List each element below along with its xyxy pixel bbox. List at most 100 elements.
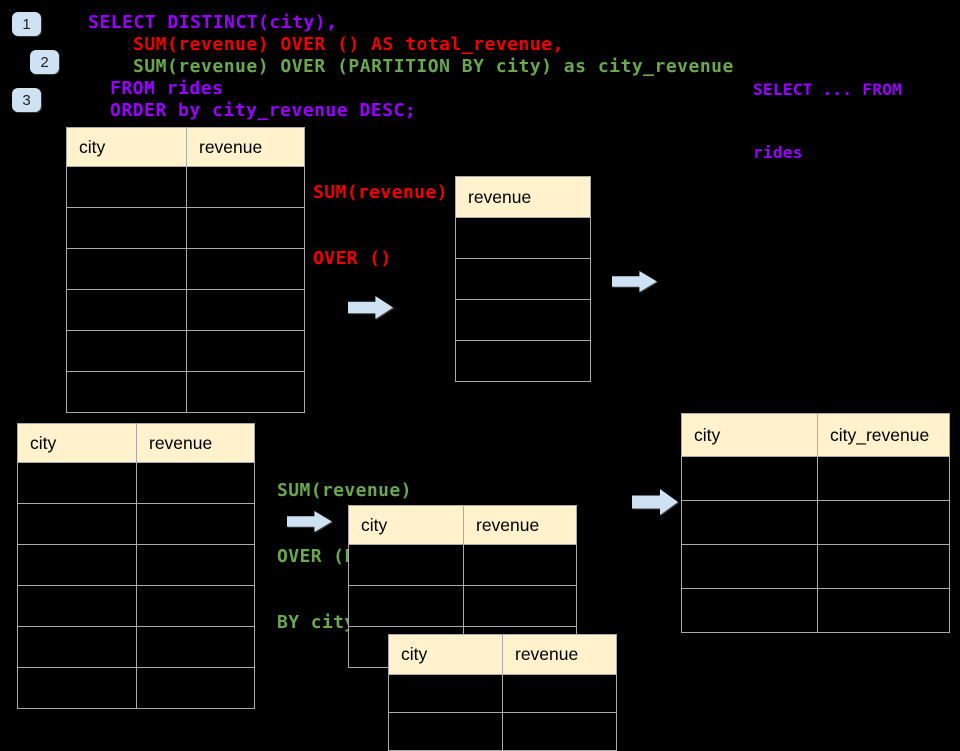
empty-cell: [186, 207, 305, 249]
empty-cell: [66, 166, 187, 208]
table-row: [17, 503, 255, 545]
empty-cell: [502, 674, 617, 713]
table-row: [388, 674, 617, 713]
flow-arrow-icon: [612, 271, 657, 292]
empty-cell: [681, 544, 818, 589]
empty-cell: [348, 544, 464, 586]
empty-cell: [136, 544, 255, 586]
column-header-city: city: [348, 505, 464, 545]
empty-cell: [817, 544, 950, 589]
empty-cell: [66, 289, 187, 331]
table-partition-step: city revenue: [348, 505, 577, 668]
step-badge-3: 3: [12, 88, 41, 112]
empty-cell: [66, 207, 187, 249]
column-header-revenue: revenue: [463, 505, 577, 545]
annotation-line: SUM(revenue): [277, 480, 412, 501]
empty-cell: [455, 340, 591, 382]
header-row: city revenue: [17, 423, 255, 463]
column-header-city: city: [66, 127, 187, 167]
empty-cell: [681, 456, 818, 501]
annotation-line: OVER (): [313, 248, 392, 269]
table-row: [66, 248, 305, 290]
table-city-revenue-result: city city_revenue: [681, 413, 950, 633]
empty-cell: [136, 667, 255, 709]
table-row: [348, 544, 577, 586]
column-header-city: city: [681, 413, 818, 457]
sql-line-city-revenue: SUM(revenue) OVER (PARTITION BY city) as…: [133, 56, 734, 77]
empty-cell: [17, 626, 137, 668]
table-row: [681, 500, 950, 545]
table-row: [66, 371, 305, 413]
table-total-revenue-result: revenue: [455, 176, 591, 382]
table-row: [681, 588, 950, 633]
empty-cell: [817, 500, 950, 545]
column-header-revenue: revenue: [136, 423, 255, 463]
header-row: city revenue: [388, 634, 617, 675]
empty-cell: [388, 674, 503, 713]
empty-cell: [66, 248, 187, 290]
empty-cell: [186, 371, 305, 413]
table-row: [17, 462, 255, 504]
empty-cell: [186, 289, 305, 331]
step-badge-label: 1: [22, 15, 31, 33]
annotation-line: SUM(revenue): [313, 182, 448, 203]
table-partition-step-front: city revenue: [388, 634, 617, 751]
table-row: [455, 299, 591, 341]
sql-line-order-by: ORDER by city_revenue DESC;: [110, 100, 417, 121]
column-header-city-revenue: city_revenue: [817, 413, 950, 457]
table-row: [455, 258, 591, 300]
table-row: [66, 330, 305, 372]
step-badge-label: 3: [22, 91, 31, 109]
empty-cell: [463, 585, 577, 627]
table-row: [455, 217, 591, 259]
flow-arrow-icon: [632, 489, 678, 515]
empty-cell: [455, 258, 591, 300]
empty-cell: [17, 585, 137, 627]
table-row: [66, 166, 305, 208]
empty-cell: [817, 456, 950, 501]
table-row: [17, 626, 255, 668]
column-header-revenue: revenue: [186, 127, 305, 167]
table-row: [17, 667, 255, 709]
step-badge-1: 1: [12, 12, 41, 36]
empty-cell: [463, 544, 577, 586]
step-badge-2: 2: [30, 50, 59, 74]
empty-cell: [817, 588, 950, 633]
header-row: city revenue: [66, 127, 305, 167]
table-source-bottom: city revenue: [17, 423, 255, 709]
empty-cell: [388, 712, 503, 751]
empty-cell: [136, 462, 255, 504]
column-header-city: city: [388, 634, 503, 675]
empty-cell: [455, 299, 591, 341]
side-note-select-from-rides: SELECT ... FROM rides: [753, 37, 902, 205]
table-source-top: city revenue: [66, 127, 305, 413]
table-row: [681, 456, 950, 501]
empty-cell: [348, 585, 464, 627]
empty-cell: [136, 626, 255, 668]
table-row: [66, 207, 305, 249]
slide-canvas: 1 2 3 SELECT DISTINCT(city), SUM(revenue…: [12, 12, 950, 751]
table-row: [681, 544, 950, 589]
empty-cell: [502, 712, 617, 751]
step-badge-label: 2: [40, 53, 49, 71]
sql-line-total-revenue: SUM(revenue) OVER () AS total_revenue,: [133, 34, 564, 55]
empty-cell: [186, 166, 305, 208]
table-row: [455, 340, 591, 382]
empty-cell: [186, 330, 305, 372]
empty-cell: [17, 503, 137, 545]
empty-cell: [136, 585, 255, 627]
table-row: [388, 712, 617, 751]
empty-cell: [136, 503, 255, 545]
flow-arrow-icon: [287, 511, 332, 532]
column-header-city: city: [17, 423, 137, 463]
table-row: [17, 585, 255, 627]
empty-cell: [17, 462, 137, 504]
empty-cell: [17, 667, 137, 709]
table-row: [348, 585, 577, 627]
empty-cell: [681, 500, 818, 545]
sql-line-select: SELECT DISTINCT(city),: [88, 12, 338, 33]
column-header-revenue: revenue: [502, 634, 617, 675]
header-row: city revenue: [348, 505, 577, 545]
annotation-total-revenue: SUM(revenue) OVER (): [313, 138, 448, 314]
empty-cell: [66, 371, 187, 413]
